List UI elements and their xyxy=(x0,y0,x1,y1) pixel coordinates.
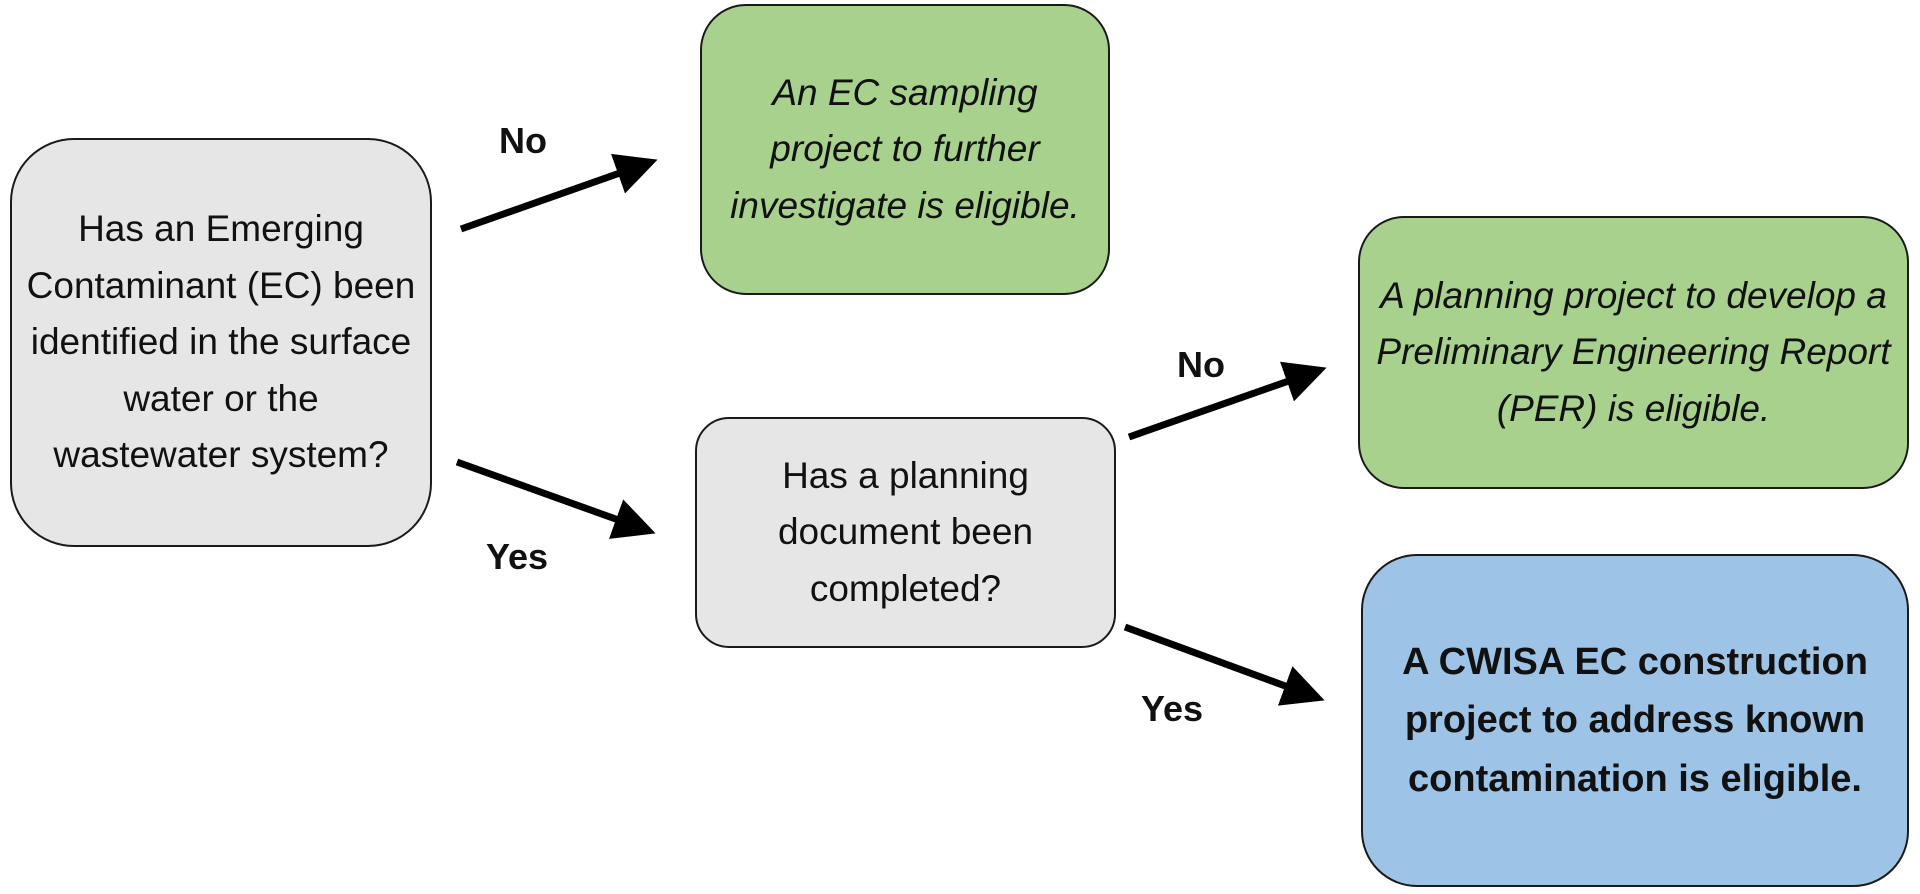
edge-label-planning-yes: Yes xyxy=(1141,688,1204,729)
arrow-main-yes xyxy=(455,458,656,539)
question-planning-document-text: Has a planning document been completed? xyxy=(777,454,1034,609)
arrow-planning-no xyxy=(1127,361,1327,441)
outcome-planning-project-text: A planning project to develop a Prelimin… xyxy=(1376,274,1891,429)
outcome-sampling-project-text: An EC sampling project to further invest… xyxy=(730,71,1080,226)
question-emerging-contaminant-text: Has an Emerging Contaminant (EC) been id… xyxy=(26,207,416,476)
edge-label-main-yes: Yes xyxy=(486,536,549,577)
edge-label-main-no: No xyxy=(499,120,547,161)
arrow-planning-yes xyxy=(1123,623,1325,706)
outcome-planning-project: A planning project to develop a Prelimin… xyxy=(1358,216,1909,489)
outcome-construction-project-text: A CWISA EC construction project to addre… xyxy=(1402,641,1868,800)
outcome-construction-project: A CWISA EC construction project to addre… xyxy=(1361,554,1909,887)
question-emerging-contaminant: Has an Emerging Contaminant (EC) been id… xyxy=(10,138,432,547)
question-planning-document: Has a planning document been completed? xyxy=(695,417,1116,648)
arrow-main-no xyxy=(459,153,658,233)
edge-label-planning-no: No xyxy=(1177,344,1225,385)
outcome-sampling-project: An EC sampling project to further invest… xyxy=(700,4,1110,295)
